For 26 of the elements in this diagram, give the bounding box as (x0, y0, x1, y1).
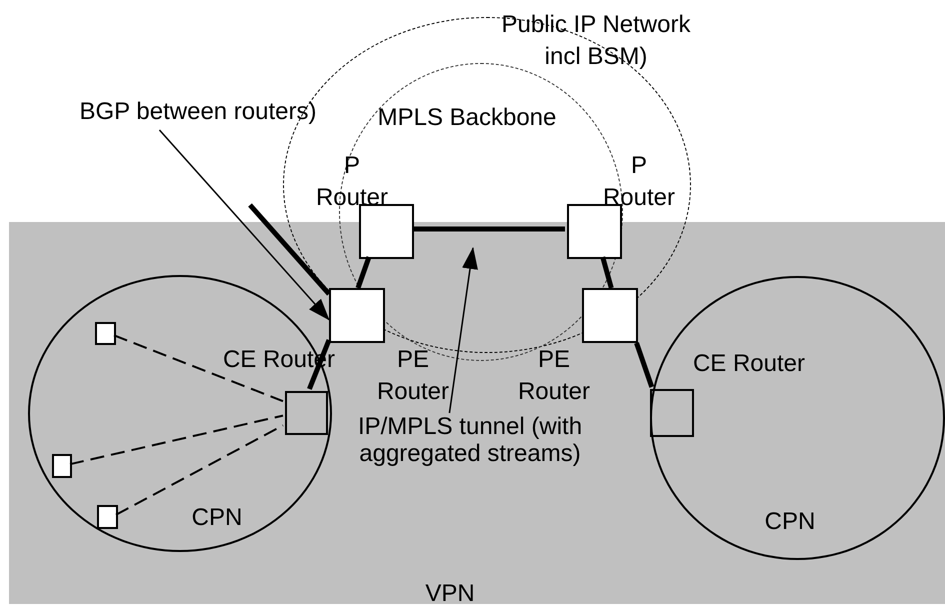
connector-line (70, 414, 284, 466)
node-label: PE Router (516, 345, 592, 407)
node-label: P Router (314, 151, 390, 213)
network-area (9, 222, 945, 604)
node-label: VPN (424, 579, 476, 609)
node-label: CE Router (692, 349, 806, 379)
node-label: MPLS Backbone (376, 103, 558, 133)
node-label: CPN (190, 503, 244, 533)
node-label: P Router (602, 151, 676, 213)
connector-line (116, 424, 284, 516)
network-ellipse (650, 276, 945, 560)
annotation-text: BGP between routers) (78, 98, 318, 130)
arrow (158, 130, 330, 320)
node-label: PE Router (376, 345, 450, 407)
connector-line (412, 226, 565, 232)
annotation-text: IP/MPLS tunnel (with aggregated streams) (345, 413, 595, 471)
host-box (97, 505, 118, 529)
node-label: CPN (764, 507, 816, 537)
connector-line (600, 256, 614, 289)
connector-line (634, 342, 654, 388)
connector-line (114, 334, 284, 402)
host-box (95, 322, 116, 345)
arrow (448, 247, 478, 414)
host-box (52, 454, 72, 478)
connector-line (356, 256, 372, 289)
connector-line (248, 203, 331, 296)
